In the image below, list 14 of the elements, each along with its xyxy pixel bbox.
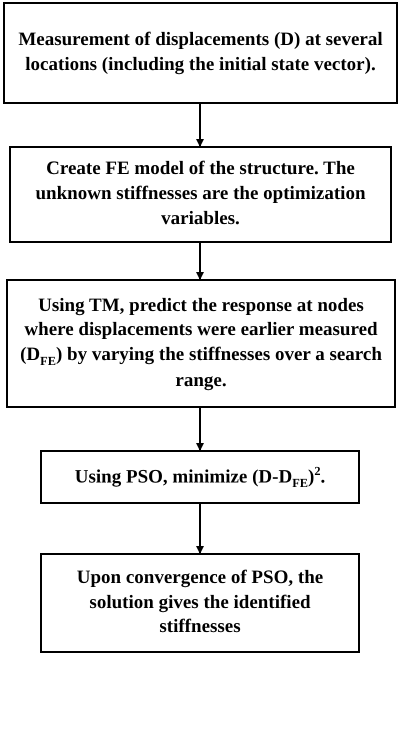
process-box [40,553,360,653]
step-text: Upon convergence of PSO, the solution gives the identified stiffnesses [76,566,324,640]
step-text: Using PSO, minimize (D-D$_{FE}$)$^{2}$. [74,462,326,492]
step-text: Create FE model of the structure. The unknown stiffnesses are the optimization variables. [34,157,367,231]
arrow [196,104,204,147]
process-box [3,2,398,104]
arrow [196,408,204,451]
process-box [9,146,392,243]
process-box [6,279,396,408]
arrow [196,504,204,554]
process-box [40,450,360,504]
arrow [196,243,204,280]
step-text: Using TM, predict the response at nodes where displacements were earlier measured (D$_{FE}$) by varying the stiffnesses over a search range. [19,294,383,393]
step-text: Measurement of displacements (D) at several locations (including the initial state vector). [17,28,384,77]
